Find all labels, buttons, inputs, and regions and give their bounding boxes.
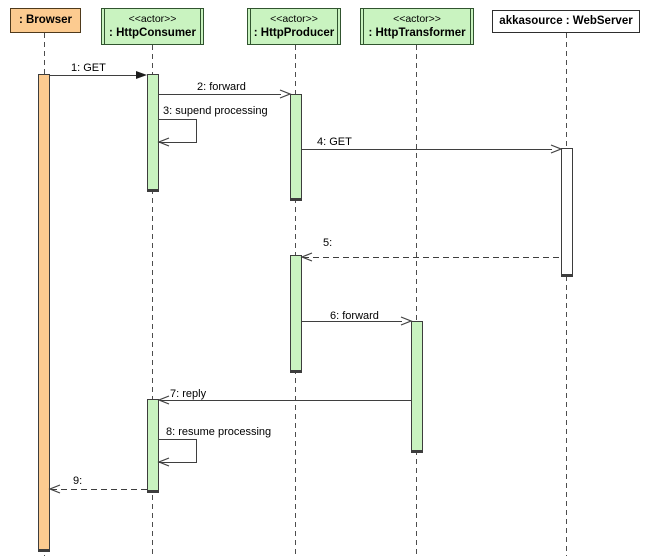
message-3-open-arrowhead-icon (157, 137, 170, 147)
participant-box-httpconsumer: <<actor>> : HttpConsumer (101, 8, 204, 45)
participant-box-httptransformer: <<actor>> : HttpTransformer (360, 8, 474, 45)
lifeline-httpconsumer (152, 45, 153, 556)
message-7-line (160, 400, 411, 401)
message-4-label: 4: GET (317, 136, 352, 148)
activation-bar-httpconsumer-2 (147, 399, 159, 493)
message-1-label: 1: GET (71, 62, 106, 74)
message-2-open-arrowhead-icon (279, 89, 292, 99)
activation-bar-httpproducer-2 (290, 255, 302, 373)
participant-name: : Browser (18, 14, 73, 26)
activation-bar-httpconsumer-1 (147, 74, 159, 192)
message-6-open-arrowhead-icon (400, 316, 413, 326)
message-5-open-arrowhead-icon (300, 252, 313, 262)
message-9-line (51, 489, 147, 490)
participant-box-browser: : Browser (10, 8, 81, 33)
message-8-open-arrowhead-icon (157, 457, 170, 467)
lifeline-webserver (566, 33, 567, 556)
message-5-label: 5: (323, 237, 333, 249)
message-6-label: 6: forward (330, 310, 379, 322)
message-1-filled-arrowhead-icon (136, 71, 147, 79)
message-5-line (303, 257, 561, 258)
message-8-label: 8: resume processing (166, 426, 272, 438)
message-3-label: 3: supend processing (163, 105, 268, 117)
message-3-self-loop (158, 119, 197, 143)
activation-bar-webserver (561, 148, 573, 277)
activation-bar-httpproducer-1 (290, 94, 302, 201)
message-2-line (159, 94, 281, 95)
message-1-line (50, 75, 136, 76)
message-7-open-arrowhead-icon (157, 395, 170, 405)
message-8-self-loop (158, 439, 197, 463)
participant-stereotype: <<actor>> (270, 13, 318, 25)
activation-bar-httptransformer (411, 321, 423, 453)
participant-name: : HttpConsumer (109, 27, 196, 39)
participant-stereotype: <<actor>> (128, 13, 177, 25)
participant-stereotype: <<actor>> (393, 13, 441, 25)
message-9-label: 9: (73, 475, 83, 487)
participant-name: : HttpTransformer (368, 27, 466, 39)
message-2-label: 2: forward (197, 81, 246, 93)
activation-bar-browser (38, 74, 50, 552)
message-9-open-arrowhead-icon (48, 484, 61, 494)
participant-name: akkasource : WebServer (499, 15, 633, 27)
participant-box-httpproducer: <<actor>> : HttpProducer (247, 8, 341, 45)
participant-name: : HttpProducer (253, 27, 335, 39)
message-4-open-arrowhead-icon (550, 144, 563, 154)
lifeline-httptransformer (416, 45, 417, 556)
message-6-line (302, 321, 402, 322)
message-4-line (302, 149, 552, 150)
message-7-label: 7: reply (170, 388, 207, 400)
participant-box-webserver: akkasource : WebServer (492, 10, 640, 33)
